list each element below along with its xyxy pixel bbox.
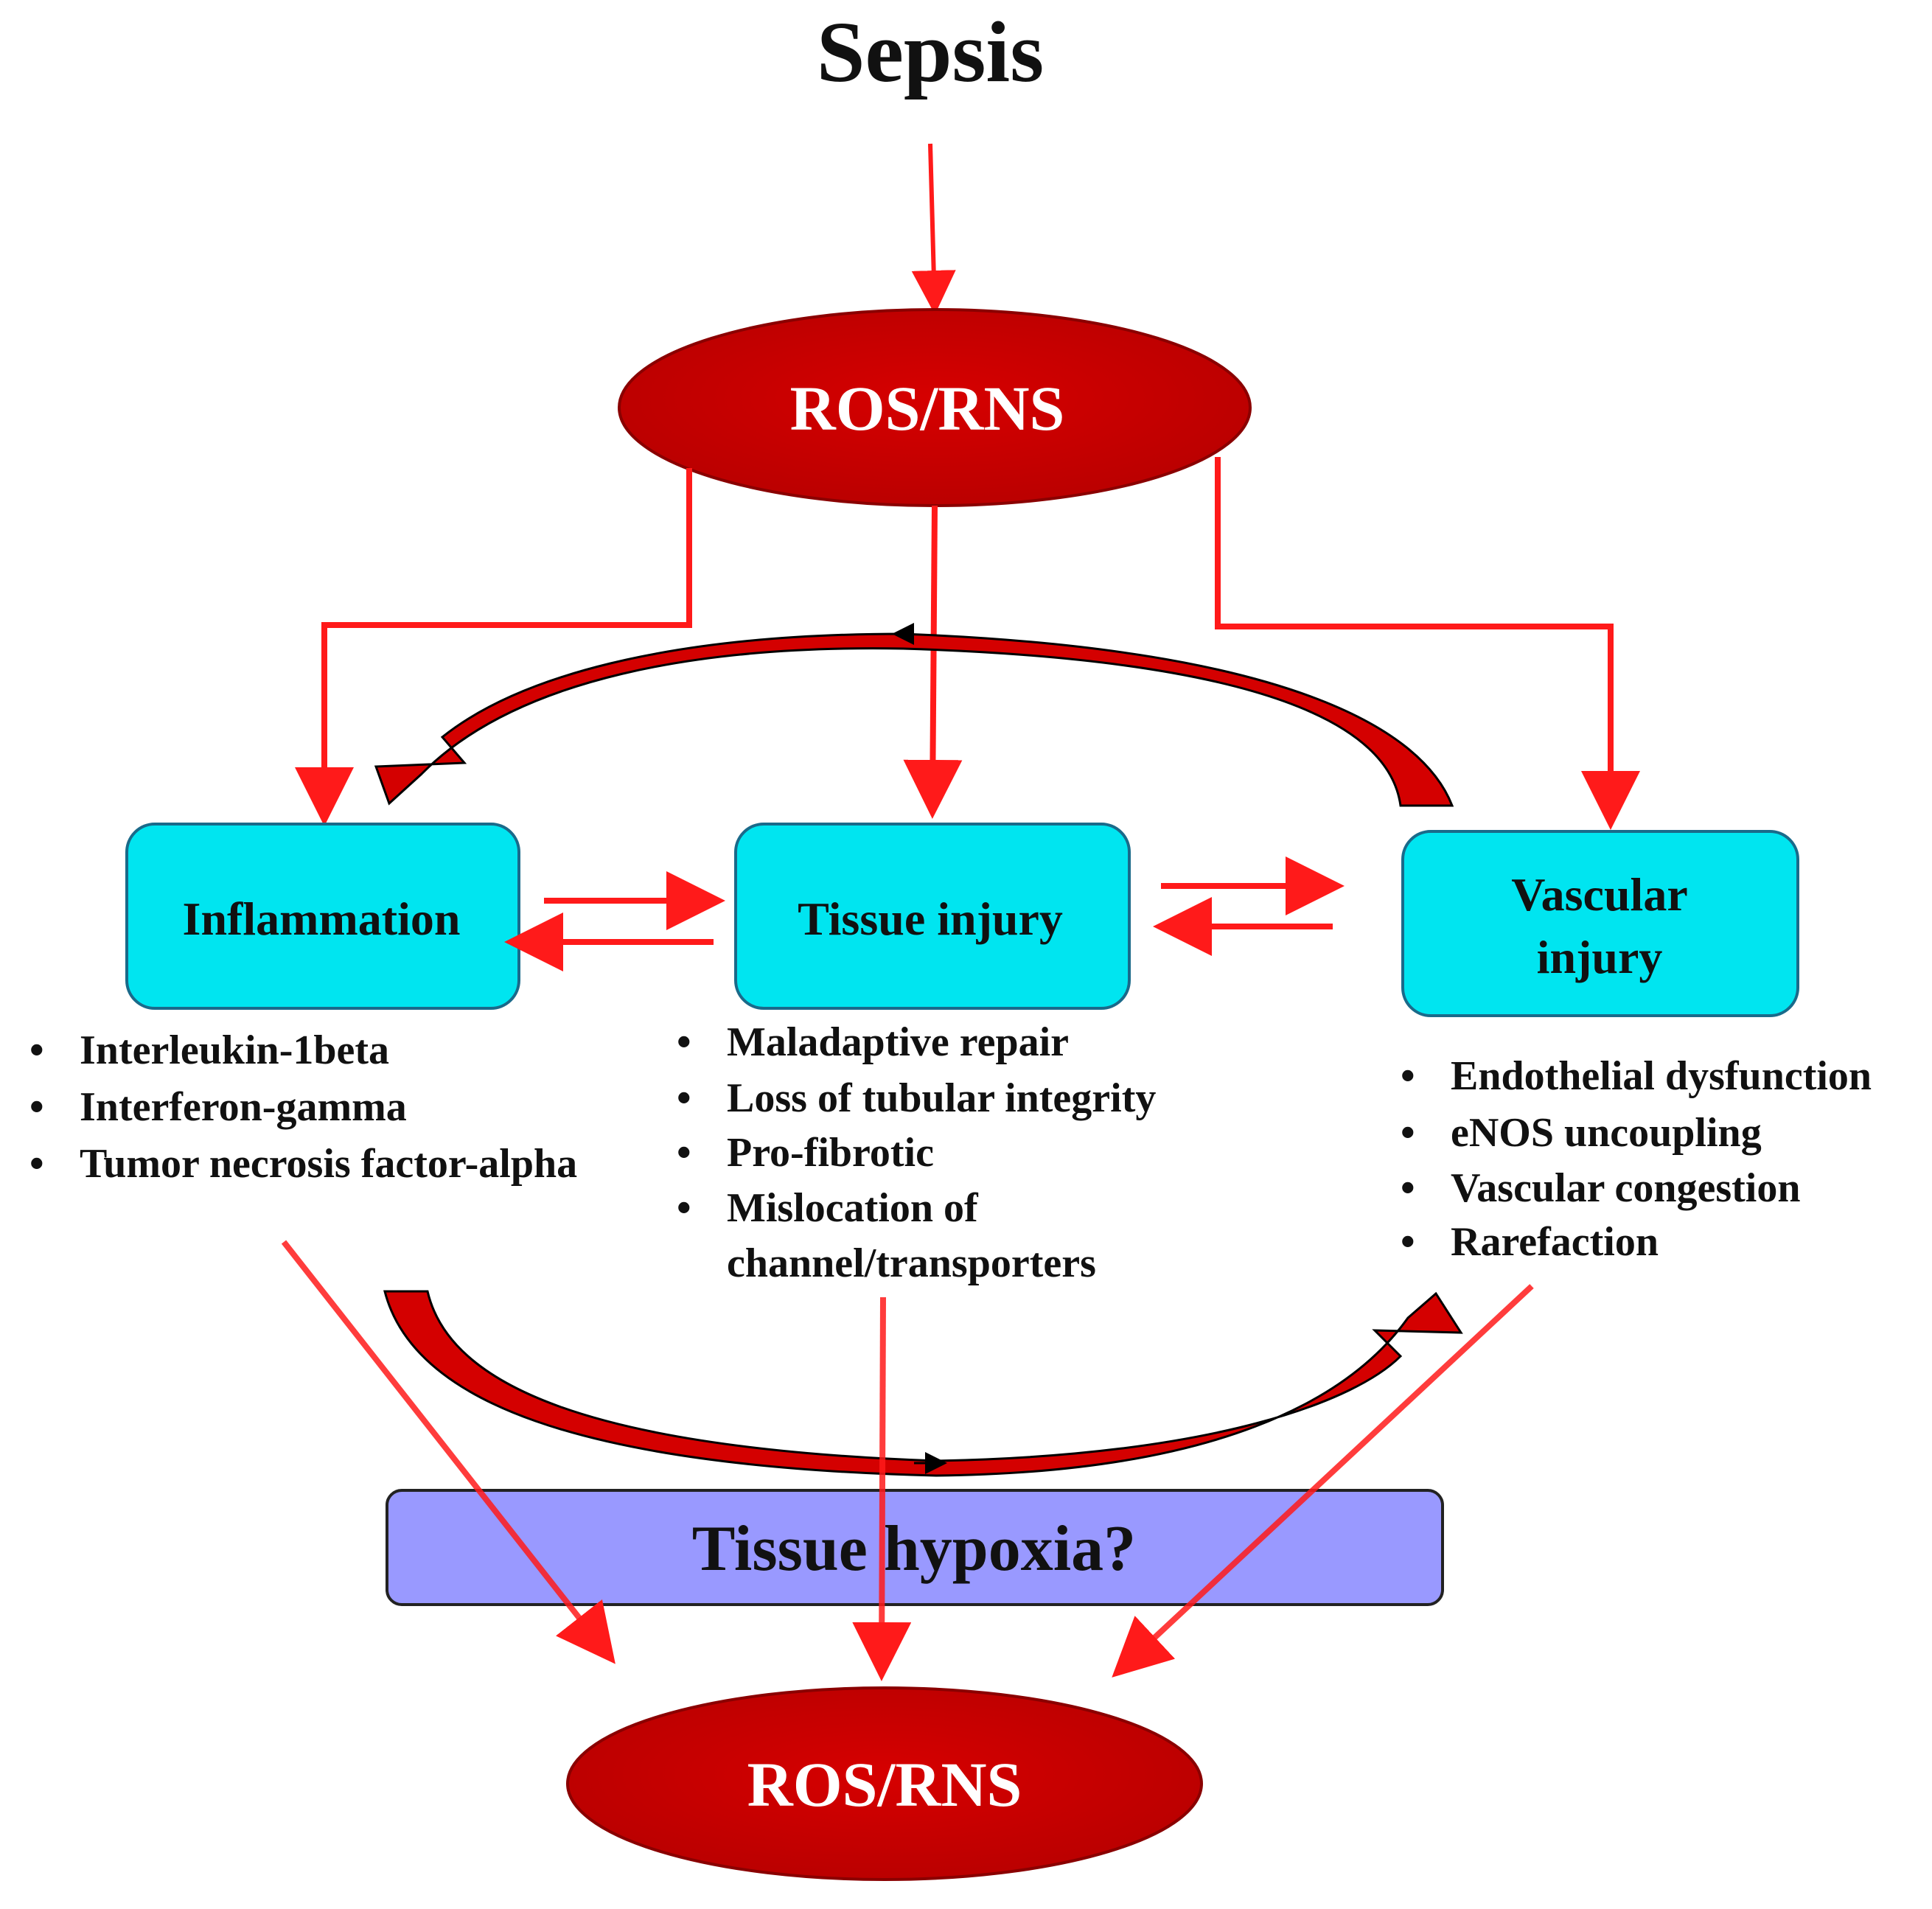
tissue-injury-list: • Maladaptive repair • Loss of tubular i… [677, 1019, 1156, 1286]
inflammation-item: Interleukin-1beta [80, 1027, 389, 1073]
inflammation-item: Interferon-gamma [80, 1084, 407, 1130]
tissue-item: Pro-fibrotic [727, 1130, 934, 1176]
bullet: • [1401, 1110, 1415, 1156]
vascular-item: eNOS uncoupling [1451, 1110, 1762, 1156]
vascular-injury-box: Vascular injury [1401, 830, 1799, 1017]
tissue-hypoxia-label: Tissue hypoxia? [692, 1513, 1136, 1585]
bullet: • [1401, 1219, 1415, 1265]
vascular-item: Endothelial dysfunction [1451, 1053, 1872, 1099]
bullet: • [29, 1084, 44, 1130]
bullet: • [677, 1185, 691, 1231]
bullet: • [1401, 1165, 1415, 1211]
ros-rns-bottom-node: ROS/RNS [566, 1686, 1203, 1881]
bullet: • [677, 1019, 691, 1065]
title-sepsis: Sepsis [817, 4, 1044, 100]
tissue-injury-box: Tissue injury [734, 823, 1131, 1010]
arrow-ros-to-inflammation [295, 468, 692, 826]
arrow-vascular-to-ros-bottom [1112, 1284, 1534, 1678]
vascular-item: Vascular congestion [1451, 1165, 1801, 1211]
arrow-inflammation-to-ros-bottom [281, 1240, 615, 1664]
tissue-item: Maladaptive repair [727, 1019, 1069, 1065]
tissue-injury-label: Tissue injury [798, 893, 1063, 945]
bullet: • [29, 1141, 44, 1187]
bullet: • [677, 1130, 691, 1176]
inflammation-box: Inflammation [125, 823, 520, 1010]
arrow-ros-to-vascular-injury [1215, 457, 1640, 830]
inflammation-item: Tumor necrosis factor-alpha [80, 1141, 577, 1187]
ros-rns-bottom-label: ROS/RNS [747, 1749, 1022, 1820]
arrow-ros-to-tissue-injury [903, 505, 963, 819]
curved-arrow-top [374, 623, 1454, 807]
bullet: • [1401, 1053, 1415, 1099]
inflammation-list: • Interleukin-1beta • Interferon-gamma •… [29, 1027, 577, 1187]
ros-rns-top-label: ROS/RNS [790, 373, 1065, 444]
vascular-injury-list: • Endothelial dysfunction • eNOS uncoupl… [1401, 1053, 1872, 1265]
inflammation-label: Inflammation [183, 893, 461, 945]
vascular-item: Rarefaction [1451, 1219, 1659, 1265]
arrow-tissue-to-ros-bottom [852, 1296, 912, 1681]
vascular-injury-label-line1: Vascular [1511, 868, 1687, 921]
tissue-item: Mislocation of [727, 1185, 979, 1231]
bullet: • [677, 1075, 691, 1121]
ros-rns-top-node: ROS/RNS [618, 308, 1252, 507]
arrow-sepsis-to-ros [911, 143, 956, 315]
tissue-item: channel/transporters [727, 1240, 1096, 1286]
bullet: • [29, 1027, 44, 1073]
curved-arrow-bottom [383, 1290, 1463, 1477]
vascular-injury-label-line2: injury [1537, 931, 1663, 983]
tissue-hypoxia-box: Tissue hypoxia? [386, 1489, 1444, 1606]
tissue-item: Loss of tubular integrity [727, 1075, 1156, 1121]
